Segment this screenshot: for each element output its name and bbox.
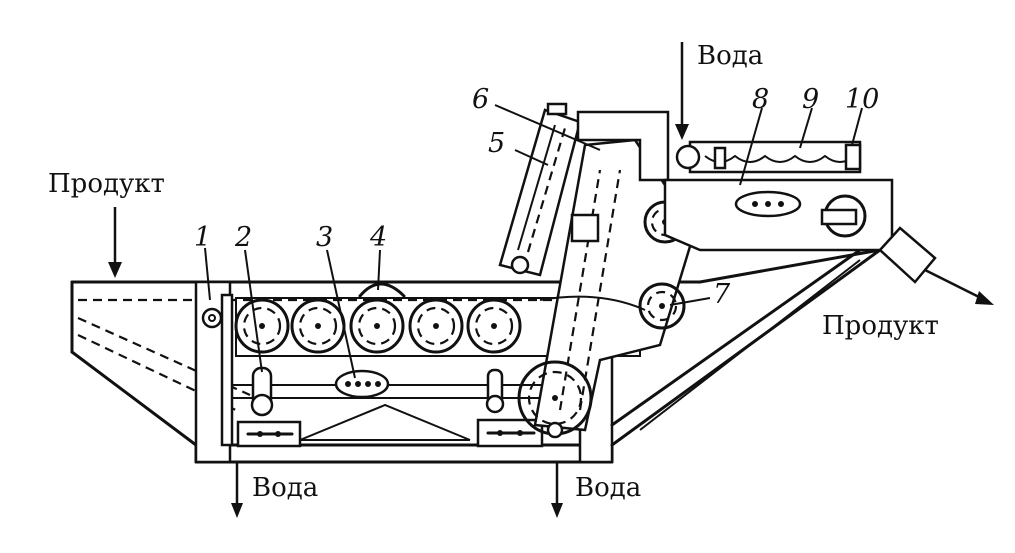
part-number-4: 4 [369,222,387,253]
part-number-7: 7 [713,279,731,310]
part-number-6: 6 [472,84,489,115]
bottom-motor-left [236,420,302,448]
product-out-arrow [924,268,994,305]
part-number-2: 2 [234,222,252,253]
product-in-arrow [108,207,122,278]
part-number-9: 9 [802,84,819,115]
part-number-3: 3 [316,222,333,253]
bottom-motor-right [476,418,544,448]
water-bottom-right-label: Вода [575,473,641,503]
product-out-label: Продукт [822,311,939,341]
drain-valve-right [485,368,505,414]
drain-valve-left [250,366,274,417]
water-top-arrow [675,42,689,140]
left-stand [194,280,234,464]
inclined-elevator [498,102,697,439]
product-in-label: Продукт [48,169,165,199]
water-bottom-right-arrow [551,462,563,518]
water-bottom-left-label: Вода [252,473,318,503]
part-number-5: 5 [488,128,505,159]
part-number-1: 1 [194,222,211,253]
water-top-label: Вода [697,41,763,71]
rinse-unit [663,140,894,252]
part-number-8: 8 [752,84,769,115]
discharge-spout [878,226,937,284]
leader-lines [204,104,863,379]
part-number-10: 10 [845,84,879,115]
water-bottom-left-arrow [231,462,243,518]
inspection-window [334,369,390,399]
